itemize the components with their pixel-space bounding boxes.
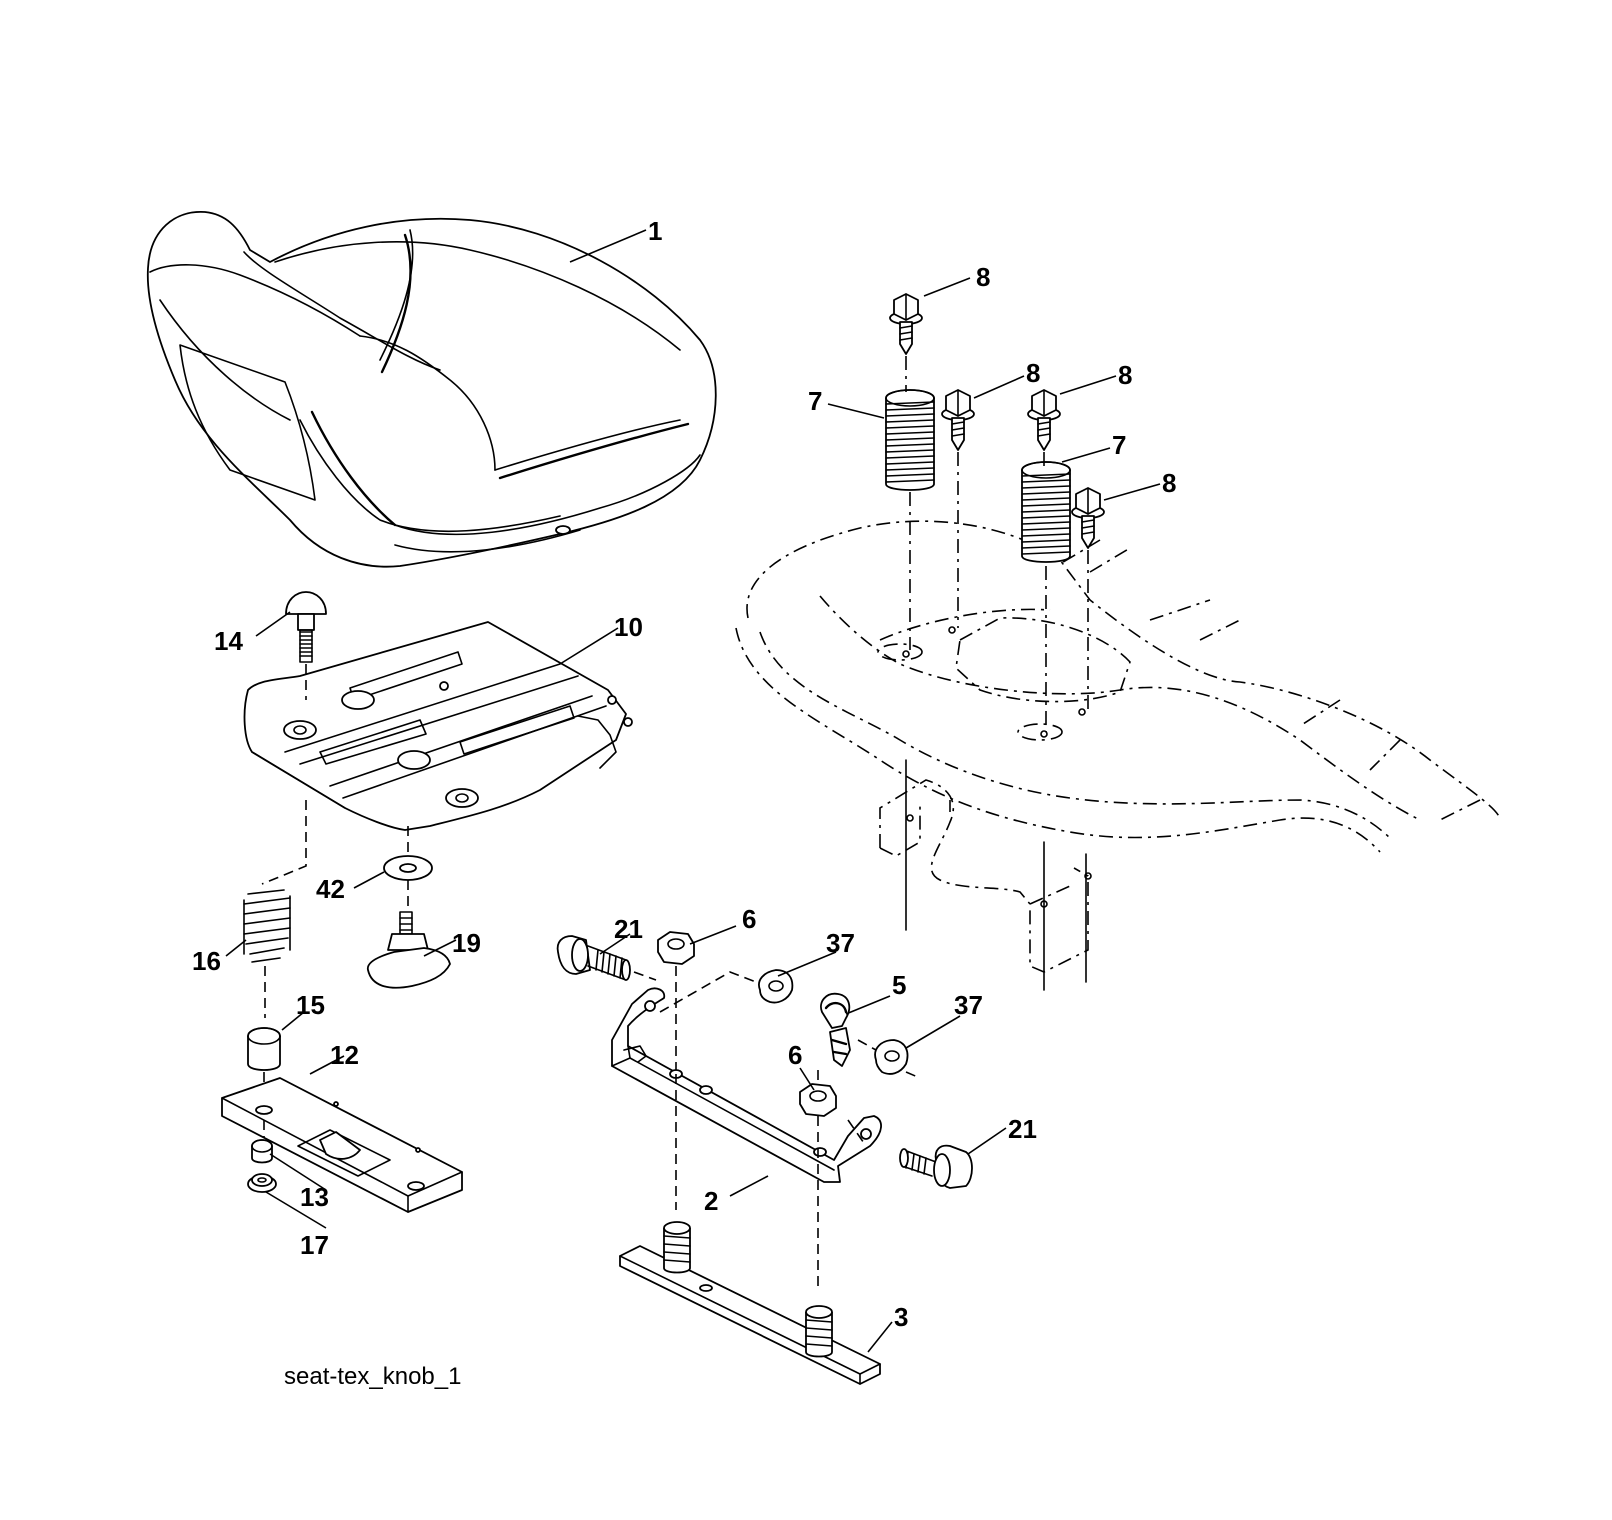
washer-part (383, 855, 433, 881)
callout-21-a: 21 (614, 914, 643, 944)
screw-8-d-part (1071, 487, 1105, 549)
callout-1: 1 (648, 216, 662, 246)
bolt-21-right-part (899, 1144, 973, 1189)
spacer-part (247, 1027, 281, 1071)
callout-19: 19 (452, 928, 481, 958)
screw-8-a-part (889, 293, 923, 355)
callout-12: 12 (330, 1040, 359, 1070)
knob-part (367, 911, 451, 989)
bolt-21-left-part (556, 935, 631, 981)
leader-lines (225, 229, 1161, 1353)
frame-phantom (735, 520, 1501, 991)
callout-5: 5 (892, 970, 906, 1000)
carriage-bolt-part (285, 591, 327, 663)
nut-37-left-part (758, 969, 794, 1004)
flange-nut-part (247, 1173, 277, 1193)
callout-7-b: 7 (1112, 430, 1126, 460)
spring-7-left-part (885, 389, 935, 491)
callout-8-d: 8 (1162, 468, 1176, 498)
callout-15: 15 (296, 990, 325, 1020)
callout-37-b: 37 (954, 990, 983, 1020)
nut-part (251, 1139, 273, 1164)
callout-8-c: 8 (1118, 360, 1132, 390)
spring-small-part (243, 889, 291, 963)
callout-13: 13 (300, 1182, 329, 1212)
callout-6-b: 6 (788, 1040, 802, 1070)
callout-17: 17 (300, 1230, 329, 1260)
screw-8-b-part (941, 389, 975, 451)
callout-7-a: 7 (808, 386, 822, 416)
mounting-plate-part (619, 1221, 881, 1385)
bracket-part (611, 987, 882, 1183)
spring-7-right-part (1021, 461, 1071, 563)
callout-3: 3 (894, 1302, 908, 1332)
clip-5-part (820, 992, 851, 1067)
nut-6-bottom-part (799, 1083, 837, 1117)
nut-6-top-part (657, 931, 695, 965)
callout-2: 2 (704, 1186, 718, 1216)
callout-8-b: 8 (1026, 358, 1040, 388)
slide-plate-part (221, 1077, 463, 1213)
screw-8-c-part (1027, 389, 1061, 451)
seat-part (146, 211, 717, 568)
callout-42: 42 (316, 874, 345, 904)
callout-21-b: 21 (1008, 1114, 1037, 1144)
seat-pan-part (243, 621, 633, 831)
diagram-caption: seat-tex_knob_1 (284, 1363, 461, 1390)
callout-37-a: 37 (826, 928, 855, 958)
nut-37-right-part (874, 1039, 909, 1075)
callout-6-a: 6 (742, 904, 756, 934)
callout-16: 16 (192, 946, 221, 976)
callout-labels: 1 8 8 8 8 7 7 10 14 42 19 16 15 12 13 17… (192, 216, 1176, 1332)
callout-14: 14 (214, 626, 243, 656)
callout-8-a: 8 (976, 262, 990, 292)
callout-10: 10 (614, 612, 643, 642)
